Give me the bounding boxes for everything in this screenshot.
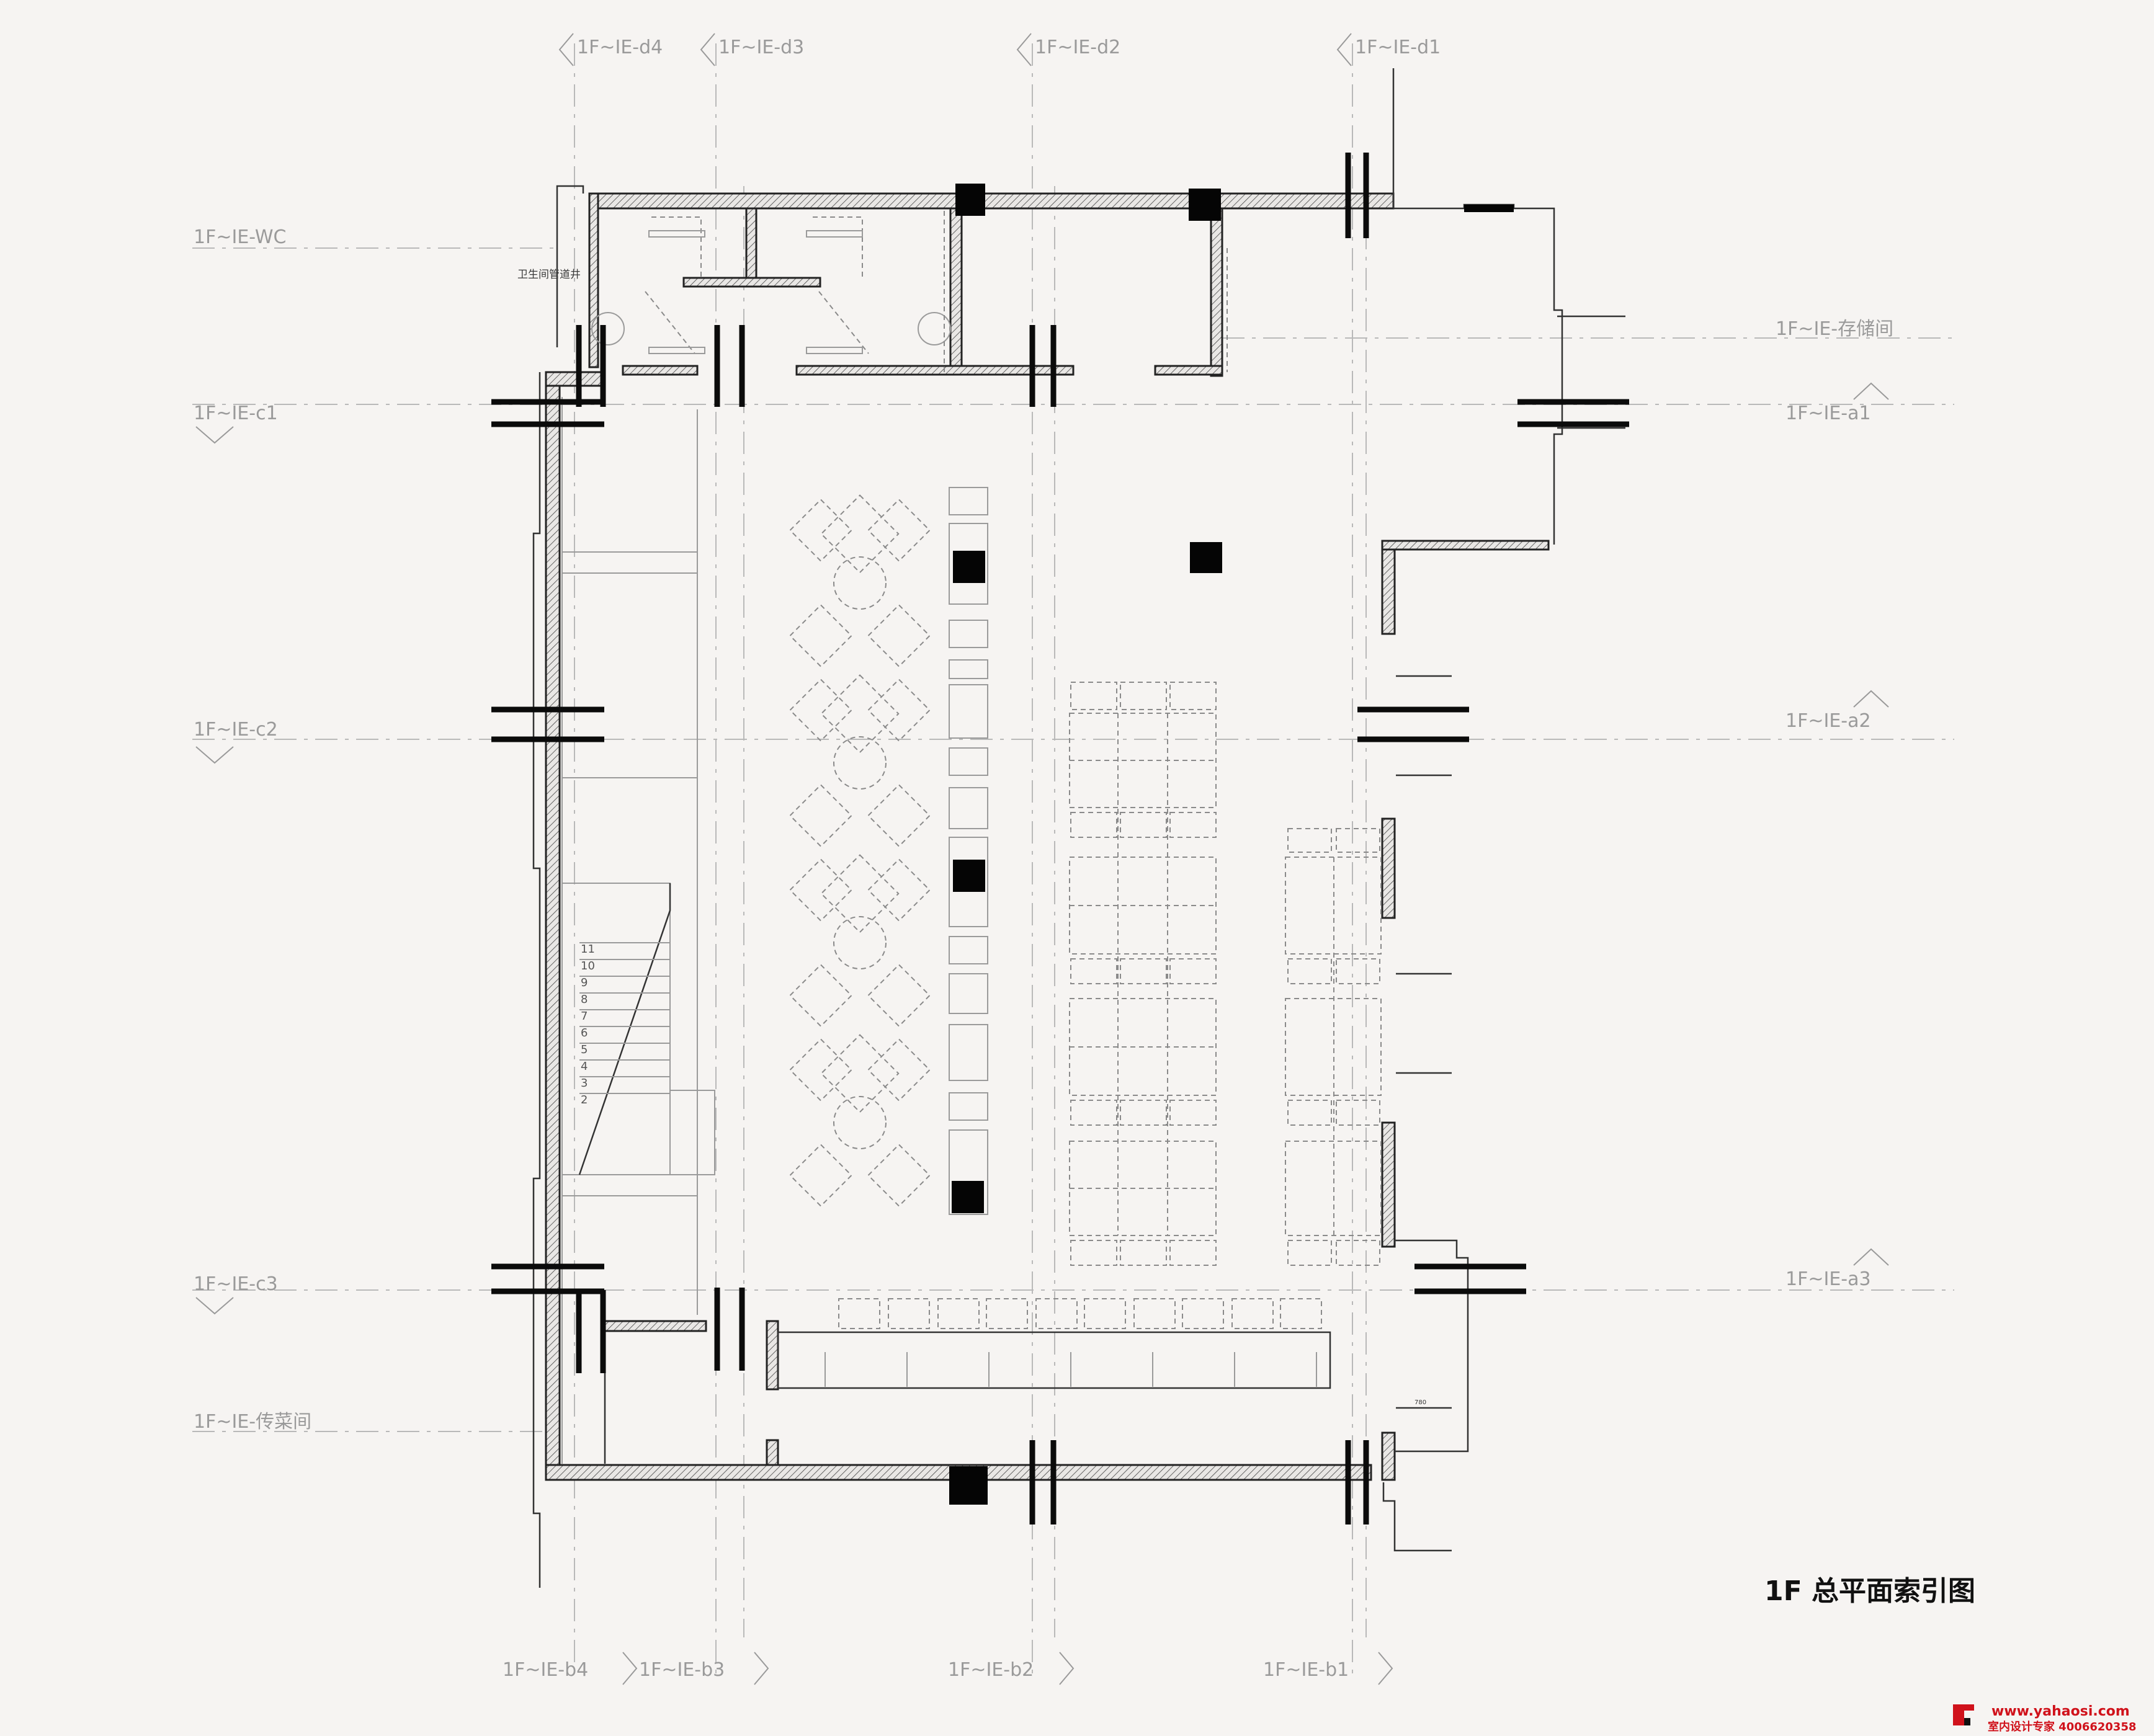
dimension-label: 780 [1414,1399,1426,1406]
index-label-wc: 1F~IE-WC [194,226,287,248]
index-label-d1: 1F~IE-d1 [1355,37,1441,58]
wc-fixtures [591,211,1228,372]
index-labels-right: 1F~IE-存储间 1F~IE-a1 1F~IE-a2 1F~IE-a3 [1776,318,1893,1290]
bar-stools [825,1298,1322,1387]
stair-step-7: 7 [581,1010,588,1023]
outline-lines [532,68,1563,1588]
table-grid-right [1285,828,1382,1266]
diamond-table [789,674,931,847]
axis-lines [192,43,1954,1675]
index-label-serving-room: 1F~IE-传菜间 [194,1411,311,1433]
diamond-table [789,1034,931,1207]
right-openings: 780 [1396,205,1625,1409]
index-label-c1: 1F~IE-c1 [194,403,278,424]
index-label-b1: 1F~IE-b1 [1263,1659,1349,1681]
stair-step-9: 9 [581,976,588,989]
index-labels-left: 1F~IE-WC 1F~IE-c1 1F~IE-c2 1F~IE-c3 1F~I… [194,226,311,1433]
stair-step-5: 5 [581,1043,588,1056]
stair-step-10: 10 [581,959,595,973]
section-cut-marks [491,153,1629,1525]
index-label-b4: 1F~IE-b4 [503,1659,588,1681]
booth-strip [949,487,988,1215]
table-grid-center [1069,682,1217,1266]
diamond-table [789,494,931,667]
index-label-c3: 1F~IE-c3 [194,1273,278,1295]
stair-step-11: 11 [581,943,595,956]
index-label-a3: 1F~IE-a3 [1785,1268,1871,1290]
stair-step-6: 6 [581,1026,588,1039]
watermark-url: www.yahaosi.com [1991,1704,2130,1719]
index-label-storage: 1F~IE-存储间 [1776,318,1893,340]
index-label-c2: 1F~IE-c2 [194,719,278,741]
index-label-a2: 1F~IE-a2 [1785,710,1871,732]
index-label-a1: 1F~IE-a1 [1785,403,1871,424]
stair-step-numbers: 11 10 9 8 7 6 5 4 3 2 [581,943,595,1106]
stair-step-2: 2 [581,1093,588,1106]
diamond-tables [789,494,931,1207]
index-label-b3: 1F~IE-b3 [639,1659,725,1681]
index-label-d3: 1F~IE-d3 [718,37,804,58]
index-label-b2: 1F~IE-b2 [948,1659,1034,1681]
room-label-shaft: 卫生间管道井 [517,269,581,281]
index-labels-top: 1F~IE-d4 1F~IE-d3 1F~IE-d2 1F~IE-d1 [577,37,1441,58]
index-label-d2: 1F~IE-d2 [1035,37,1120,58]
watermark-tagline: 室内设计专家 4006620358 [1988,1720,2137,1734]
exterior-walls [545,192,1550,1481]
structural-columns [949,184,1222,1505]
watermark: www.yahaosi.com 室内设计专家 4006620358 [1953,1704,2137,1734]
stair-step-3: 3 [581,1077,588,1090]
diamond-table [789,854,931,1027]
stair-treads [579,942,670,1094]
drawing-title: 1F 总平面索引图 [1764,1575,1975,1607]
index-labels-bottom: 1F~IE-b4 1F~IE-b3 1F~IE-b2 1F~IE-b1 [503,1659,1349,1681]
stair-step-4: 4 [581,1060,588,1073]
index-label-d4: 1F~IE-d4 [577,37,663,58]
index-marker-triangles [195,33,1889,1685]
stair-step-8: 8 [581,993,588,1006]
